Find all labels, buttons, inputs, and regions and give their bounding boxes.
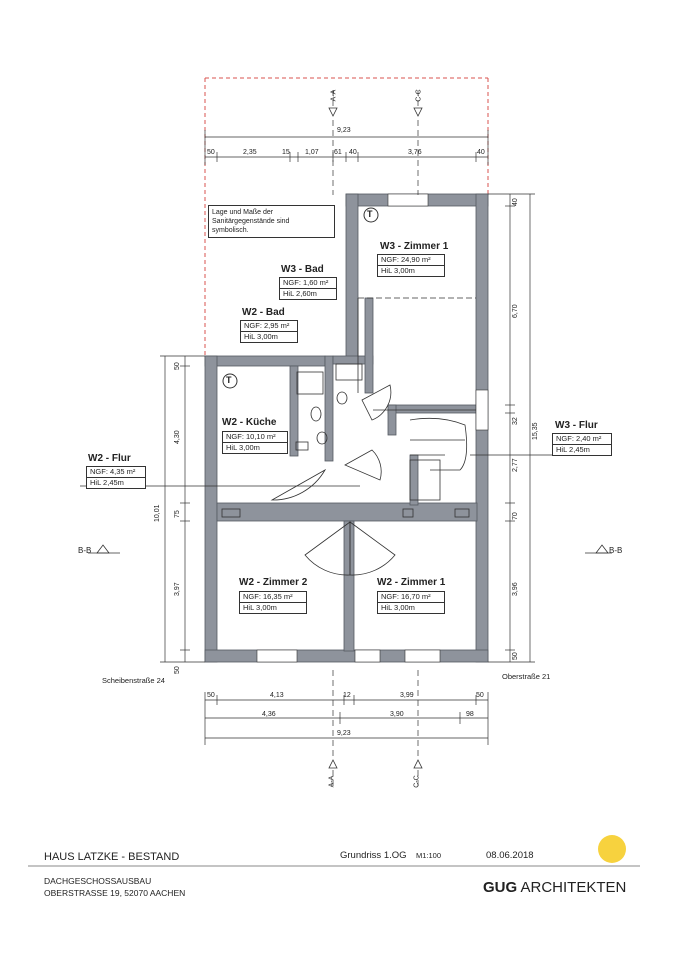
dim-left-2: 4,30 bbox=[174, 430, 181, 444]
dim-top-6: 40 bbox=[349, 149, 357, 156]
dim-right-4: 2,77 bbox=[512, 458, 519, 472]
thermostat-symbols bbox=[222, 207, 379, 389]
section-label-aa-top: A-A bbox=[330, 89, 338, 102]
dim-right-6: 3,96 bbox=[512, 582, 519, 596]
dim-bottom-a2: 4,13 bbox=[270, 692, 284, 699]
dimension-lines bbox=[80, 90, 600, 790]
section-label-aa-bottom: A-A bbox=[328, 775, 336, 788]
w2-zimmer2-hil: HiL 3,00m bbox=[240, 602, 306, 613]
room-w2-zimmer1-name: W2 - Zimmer 1 bbox=[377, 577, 446, 588]
firm-name-bold: GUG bbox=[483, 879, 518, 896]
w3-bad-ngf: NGF: 1,60 m² bbox=[283, 278, 329, 287]
dim-bottom-a5: 50 bbox=[476, 692, 484, 699]
dim-top-4: 1,07 bbox=[305, 149, 319, 156]
dim-right-7: 50 bbox=[512, 652, 519, 660]
section-label-bb-right: B-B bbox=[609, 546, 623, 555]
dim-bottom-b2: 3,90 bbox=[390, 711, 404, 718]
firm-name: ARCHITEKTEN bbox=[520, 879, 627, 896]
w3-flur-hil: HiL 2,45m bbox=[553, 444, 611, 455]
room-w2-zimmer2-info: NGF: 16,35 m² HiL 3,00m bbox=[239, 591, 307, 614]
dim-top-2: 2,35 bbox=[243, 149, 257, 156]
w2-flur-hil: HiL 2,45m bbox=[87, 477, 145, 488]
w2-kueche-hil: HiL 3,00m bbox=[223, 442, 287, 453]
dim-right-5: 70 bbox=[512, 512, 519, 520]
drawing-title: Grundriss 1.OG bbox=[340, 850, 407, 861]
windows bbox=[256, 193, 489, 663]
w2-zimmer1-ngf: NGF: 16,70 m² bbox=[381, 592, 431, 601]
section-label-bb-left: B-B bbox=[78, 546, 92, 555]
w2-bad-hil: HiL 3,00m bbox=[241, 331, 297, 342]
w3-flur-ngf: NGF: 2,40 m² bbox=[556, 434, 602, 443]
w2-zimmer2-ngf: NGF: 16,35 m² bbox=[243, 592, 293, 601]
room-w3-zimmer1-info: NGF: 24,90 m² HiL 3,00m bbox=[377, 254, 445, 277]
w2-flur-ngf: NGF: 4,35 m² bbox=[90, 467, 136, 476]
dim-top-7: 3,76 bbox=[408, 149, 422, 156]
walls bbox=[204, 193, 489, 663]
w2-zimmer1-hil: HiL 3,00m bbox=[378, 602, 444, 613]
dim-top-8: 40 bbox=[477, 149, 485, 156]
room-w3-zimmer1-name: W3 - Zimmer 1 bbox=[380, 241, 449, 252]
section-label-cc-bottom: C-C bbox=[413, 775, 421, 788]
w3-zimmer1-hil: HiL 3,00m bbox=[378, 265, 444, 276]
project-title: HAUS LATZKE - BESTAND bbox=[44, 851, 180, 863]
room-w3-flur-info: NGF: 2,40 m² HiL 2,45m bbox=[552, 433, 612, 456]
dim-top-total: 9,23 bbox=[337, 127, 351, 134]
dim-top-5: 61 bbox=[334, 149, 342, 156]
room-w2-zimmer1-info: NGF: 16,70 m² HiL 3,00m bbox=[377, 591, 445, 614]
sanitary-note: Lage und Maße der Sanitärgegenstände sin… bbox=[208, 205, 335, 238]
w3-bad-hil: HiL 2,60m bbox=[280, 288, 336, 299]
room-w3-flur-name: W3 - Flur bbox=[555, 420, 598, 431]
drawing-date: 08.06.2018 bbox=[486, 850, 534, 861]
firm-logo: GUG ARCHITEKTEN bbox=[483, 879, 626, 896]
note-line-1: Lage und Maße der bbox=[212, 209, 274, 216]
dim-bottom-total: 9,23 bbox=[337, 730, 351, 737]
street-left: Scheibenstraße 24 bbox=[102, 676, 165, 685]
room-w3-bad-name: W3 - Bad bbox=[281, 264, 324, 275]
room-w3-bad-info: NGF: 1,60 m² HiL 2,60m bbox=[279, 277, 337, 300]
section-label-cc-top: C-C bbox=[415, 89, 423, 102]
thermostat-t2: T bbox=[226, 375, 232, 385]
w3-zimmer1-ngf: NGF: 24,90 m² bbox=[381, 255, 431, 264]
thermostat-t1: T bbox=[367, 209, 373, 219]
drawing-scale: M1:100 bbox=[416, 851, 442, 860]
note-line-2: Sanitärgegenstände sind bbox=[212, 218, 290, 225]
subtitle-line-1: DACHGESCHOSSAUSBAU bbox=[44, 876, 152, 886]
dim-bottom-a3: 12 bbox=[343, 692, 351, 699]
dim-top-1: 50 bbox=[207, 149, 215, 156]
dim-bottom-a1: 50 bbox=[207, 692, 215, 699]
dim-right-total: 15,35 bbox=[532, 422, 539, 440]
dim-right-1: 40 bbox=[512, 198, 519, 206]
section-arrows bbox=[96, 107, 609, 769]
dim-bottom-a4: 3,99 bbox=[400, 692, 414, 699]
dim-bottom-b1: 4,36 bbox=[262, 711, 276, 718]
dim-left-5: 50 bbox=[174, 666, 181, 674]
w2-bad-ngf: NGF: 2,95 m² bbox=[244, 321, 290, 330]
dim-right-3: 32 bbox=[512, 417, 519, 425]
room-w2-bad-info: NGF: 2,95 m² HiL 3,00m bbox=[240, 320, 298, 343]
dim-left-4: 3,97 bbox=[174, 582, 181, 596]
sun-dot bbox=[598, 835, 626, 863]
room-w2-bad-name: W2 - Bad bbox=[242, 307, 285, 318]
room-w2-kueche-name: W2 - Küche bbox=[222, 417, 277, 428]
room-w2-zimmer2-name: W2 - Zimmer 2 bbox=[239, 577, 308, 588]
room-w2-flur-info: NGF: 4,35 m² HiL 2,45m bbox=[86, 466, 146, 489]
dim-left-3: 75 bbox=[174, 510, 181, 518]
dim-left-total: 10,01 bbox=[154, 504, 161, 522]
street-right: Oberstraße 21 bbox=[502, 672, 551, 681]
subtitle-line-2: OBERSTRASSE 19, 52070 AACHEN bbox=[44, 888, 186, 898]
w2-kueche-ngf: NGF: 10,10 m² bbox=[226, 432, 276, 441]
dim-top-3: 15 bbox=[282, 149, 290, 156]
dim-right-2: 6,70 bbox=[512, 304, 519, 318]
note-line-3: symbolisch. bbox=[212, 227, 249, 234]
dim-left-1: 50 bbox=[174, 362, 181, 370]
room-w2-flur-name: W2 - Flur bbox=[88, 453, 131, 464]
room-w2-kueche-info: NGF: 10,10 m² HiL 3,00m bbox=[222, 431, 288, 454]
interior-lines bbox=[221, 297, 476, 576]
dim-bottom-b3: 98 bbox=[466, 711, 474, 718]
